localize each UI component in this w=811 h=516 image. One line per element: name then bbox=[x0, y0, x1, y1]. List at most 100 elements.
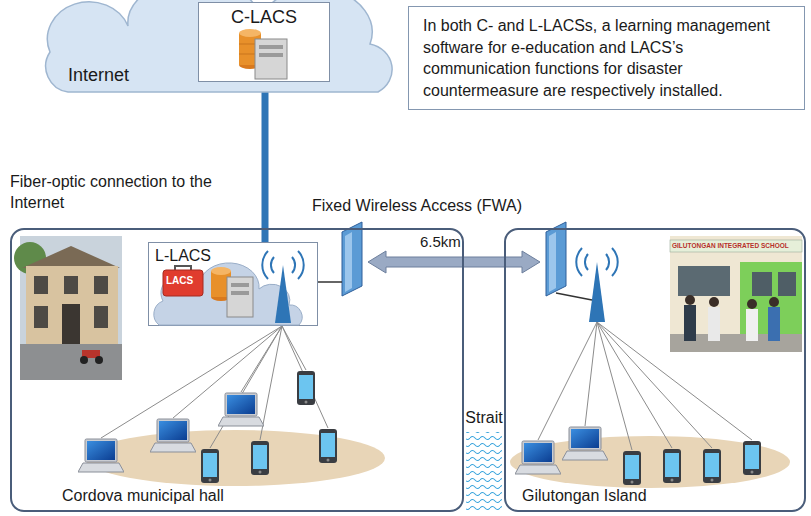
wireless-link-line bbox=[260, 326, 282, 440]
wireless-link-line bbox=[210, 326, 282, 448]
antenna-icon bbox=[589, 262, 605, 322]
server-box-art bbox=[231, 291, 249, 295]
panel-cable bbox=[556, 293, 592, 300]
phone-icon bbox=[297, 371, 315, 405]
server-box-art bbox=[255, 39, 287, 79]
school-photo bbox=[708, 307, 720, 341]
laptop-icon bbox=[78, 439, 124, 472]
phone-icon bbox=[743, 441, 761, 475]
strait-water bbox=[466, 432, 502, 512]
phone-icon bbox=[251, 441, 269, 475]
internet-cloud: Internet C-LACS bbox=[28, 0, 400, 100]
wireless-link-line bbox=[101, 326, 282, 438]
server-box-art bbox=[262, 251, 268, 279]
school-photo bbox=[684, 305, 696, 341]
server-box-art bbox=[227, 277, 253, 317]
fwa-panel bbox=[546, 222, 566, 296]
municipal-hall-photo bbox=[95, 356, 103, 364]
school-photo bbox=[752, 272, 772, 296]
school-photo bbox=[746, 309, 758, 341]
sign-text: GILUTONGAN INTEGRATED SCHOOL bbox=[672, 242, 789, 250]
phone-icon bbox=[201, 449, 219, 483]
server-box-art bbox=[275, 265, 291, 323]
phone-icon bbox=[703, 449, 721, 483]
fiber-connection bbox=[262, 82, 269, 242]
node-text: Gilutongan Island bbox=[522, 486, 647, 507]
fwa-panel bbox=[342, 222, 566, 296]
wireless-link-line bbox=[597, 322, 672, 448]
site-region: Gilutongan Island bbox=[504, 228, 806, 512]
antenna-icon bbox=[585, 254, 588, 270]
distance-label: 6.5km bbox=[420, 232, 461, 252]
node-text: In both C- and L-LACSs, a learning manag… bbox=[423, 15, 790, 101]
municipal-hall-photo bbox=[94, 276, 108, 294]
school-photo bbox=[670, 236, 802, 352]
wireless-link-line bbox=[597, 322, 752, 440]
server-box-art bbox=[271, 257, 274, 273]
antenna-icon bbox=[576, 248, 617, 322]
internet-cloud-art bbox=[46, 0, 392, 92]
fwa-arrow bbox=[368, 251, 540, 273]
school-photo bbox=[768, 307, 780, 341]
municipal-hall-photo bbox=[20, 344, 122, 380]
antenna-icon bbox=[576, 248, 582, 276]
server-box-art bbox=[231, 283, 249, 287]
municipal-hall-photo bbox=[22, 246, 120, 268]
server-box-art bbox=[259, 53, 283, 57]
antenna-icon bbox=[606, 254, 609, 270]
phone-icon bbox=[663, 449, 681, 483]
laptop-icon bbox=[515, 441, 561, 474]
node-text: Internet bbox=[68, 64, 129, 87]
wireless-link-line bbox=[585, 322, 597, 426]
server-box-art bbox=[239, 29, 261, 37]
school-photo bbox=[709, 297, 719, 307]
municipal-hall-photo bbox=[64, 276, 78, 294]
municipal-hall-photo bbox=[80, 356, 88, 364]
wireless-link-line bbox=[282, 326, 306, 370]
server-box-art bbox=[211, 267, 231, 275]
municipal-hall-photo bbox=[34, 306, 48, 328]
municipal-hall-photo bbox=[14, 236, 122, 380]
municipal-hall-photo bbox=[26, 266, 118, 344]
strait-water bbox=[466, 432, 502, 512]
school-photo bbox=[778, 272, 796, 296]
server-box-art bbox=[154, 263, 302, 325]
node-text: L-LACS bbox=[155, 246, 211, 267]
school-photo bbox=[670, 236, 802, 352]
laptop-icon bbox=[78, 393, 608, 474]
fwa-panel bbox=[345, 232, 352, 292]
server-box-art bbox=[262, 251, 303, 279]
server-box-art bbox=[292, 257, 295, 273]
panel-cable bbox=[318, 282, 592, 300]
fwa-arrow bbox=[368, 251, 540, 273]
phone-icon bbox=[201, 371, 761, 485]
laptop-icon bbox=[562, 427, 608, 460]
wireless-link-line bbox=[538, 322, 597, 440]
school-photo bbox=[769, 297, 779, 307]
device-label: LACS bbox=[166, 275, 193, 287]
school-photo bbox=[747, 299, 757, 309]
laptop-icon bbox=[218, 393, 264, 426]
school-photo bbox=[670, 240, 802, 252]
server-box: C-LACS bbox=[198, 2, 330, 82]
server-box-art bbox=[298, 251, 304, 279]
municipal-hall-photo bbox=[94, 306, 108, 328]
device-ground bbox=[85, 430, 385, 486]
antenna-icon bbox=[612, 248, 618, 276]
note-label: Fiber-optic connection to the Internet bbox=[10, 172, 230, 214]
water-label: Strait bbox=[464, 408, 504, 429]
municipal-hall-photo bbox=[62, 304, 80, 344]
server-box-art bbox=[163, 270, 203, 296]
municipal-hall-photo bbox=[34, 276, 48, 294]
site-region: Cordova municipal hallL-LACS bbox=[10, 228, 464, 512]
fwa-panel bbox=[549, 232, 556, 292]
phone-icon bbox=[623, 451, 641, 485]
phone-icon bbox=[319, 429, 337, 463]
device-ground bbox=[85, 430, 790, 488]
link-label: Fixed Wireless Access (FWA) bbox=[312, 196, 522, 217]
server-box-art bbox=[259, 45, 283, 49]
school-photo bbox=[678, 266, 730, 296]
node-text: C-LACS bbox=[231, 6, 297, 29]
fwa-panel bbox=[342, 222, 362, 296]
